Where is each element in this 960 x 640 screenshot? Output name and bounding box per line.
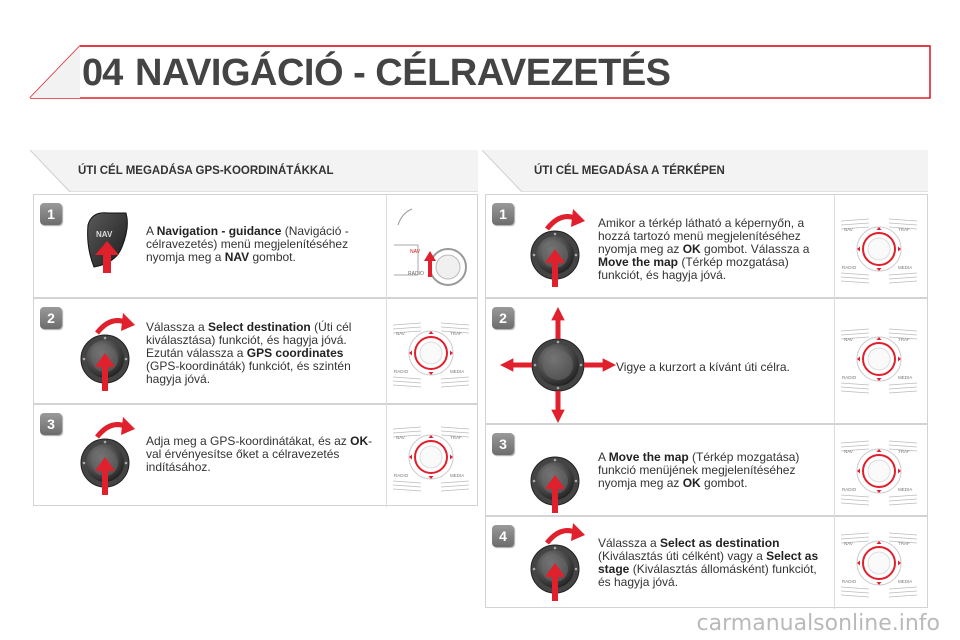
panel-label-traf: TRAF	[898, 337, 910, 342]
chapter-number: 04	[82, 52, 123, 94]
left-step-3: 3 Adja meg a GPS-koordinátákat, és az OK…	[33, 404, 478, 507]
panel-label-traf: TRAF	[898, 541, 910, 546]
step-number-badge: 1	[40, 203, 62, 225]
panel-label-media: MEDIA	[898, 375, 912, 380]
panel-label-media: MEDIA	[898, 579, 912, 584]
panel-label-nav: NAV	[396, 331, 405, 336]
step-text: Amikor a térkép látható a képernyőn, a h…	[598, 216, 810, 282]
nav-button-label: NAV	[96, 230, 113, 239]
panel-label-traf: TRAF	[898, 227, 910, 232]
rotary-knob-press-icon	[530, 456, 580, 513]
control-panel-thumbnail: NAV TRAF RADIO MEDIA	[392, 322, 470, 388]
right-step-4: 4 Válassza a Select as destination (Kivá…	[485, 516, 928, 609]
step-text: Válassza a Select destination (Úti cél k…	[146, 320, 352, 386]
panel-label-radio: RADIO	[394, 369, 409, 374]
control-panel-thumbnail: NAV TRAF RADIO MEDIA	[840, 532, 918, 598]
panel-label-nav: NAV	[844, 449, 853, 454]
control-panel-thumbnail: NAV TRAF RADIO MEDIA	[392, 426, 470, 492]
step-number-badge: 2	[40, 307, 62, 329]
rotary-knob-rotate-press-icon	[80, 417, 135, 495]
control-panel-thumbnail: NAV TRAF RADIO MEDIA	[840, 218, 918, 284]
panel-label-radio: RADIO	[842, 375, 857, 380]
step-number-badge: 4	[492, 525, 514, 547]
panel-label-traf: TRAF	[450, 331, 462, 336]
right-step-3: 3 A Move the map (Térkép mozgatása) funk…	[485, 424, 928, 517]
step-number-badge: 2	[492, 307, 514, 329]
step-text: A Move the map (Térkép mozgatása) funkci…	[598, 450, 800, 490]
control-panel-thumbnail: NAV TRAF RADIO MEDIA	[840, 440, 918, 506]
panel-label-nav: NAV	[844, 227, 853, 232]
panel-label-radio: RADIO	[842, 579, 857, 584]
right-section-header: ÚTI CÉL MEGADÁSA A TÉRKÉPEN	[482, 150, 928, 192]
right-step-2: 2 Vigye a kurzort a kívánt úti célra. NA…	[485, 298, 928, 425]
step-text: Vigye a kurzort a kívánt úti célra.	[616, 360, 790, 374]
panel-label-nav: NAV	[844, 541, 853, 546]
panel-label-radio: RADIO	[394, 473, 409, 478]
page-title: NAVIGÁCIÓ - CÉLRAVEZETÉS	[135, 52, 671, 94]
step-text: Adja meg a GPS-koordinátákat, és az OK-v…	[146, 434, 373, 474]
rotary-knob-rotate-press-icon	[530, 523, 585, 601]
right-section-title: ÚTI CÉL MEGADÁSA A TÉRKÉPEN	[534, 165, 725, 177]
left-step-1: 1 NAV A Navigation - guidance (Navigáció…	[33, 194, 478, 299]
panel-label-radio: RADIO	[842, 265, 857, 270]
panel-label-radio: RADIO	[842, 487, 857, 492]
panel-label-traf: TRAF	[450, 435, 462, 440]
panel-label-media: MEDIA	[450, 369, 464, 374]
step-text: A Navigation - guidance (Navigáció - cél…	[146, 224, 349, 264]
left-step-2: 2 Válassza a Select destination (Úti cél…	[33, 298, 478, 405]
panel-label-media: MEDIA	[898, 487, 912, 492]
rotary-knob-rotate-press-icon	[80, 313, 135, 391]
step-number-badge: 3	[492, 433, 514, 455]
panel-label-media: MEDIA	[450, 473, 464, 478]
panel-label-nav: NAV	[396, 435, 405, 440]
panel-label-traf: TRAF	[898, 449, 910, 454]
nav-button-icon: NAV	[87, 212, 128, 273]
header-frame	[29, 45, 931, 99]
right-step-1: 1 Amikor a térkép látható a képernyőn, a…	[485, 194, 928, 299]
panel-label-media: MEDIA	[898, 265, 912, 270]
joystick-four-direction-icon	[500, 307, 616, 423]
control-panel-thumbnail: NAV TRAF RADIO MEDIA	[840, 328, 918, 394]
panel-label-nav: NAV	[844, 337, 853, 342]
rotary-knob-rotate-press-icon	[530, 209, 585, 287]
left-section-header: ÚTI CÉL MEGADÁSA GPS-KOORDINÁTÁKKAL	[30, 150, 478, 192]
thumb-label-radio: RADIO	[408, 271, 424, 277]
left-section-title: ÚTI CÉL MEGADÁSA GPS-KOORDINÁTÁKKAL	[78, 165, 334, 177]
radio-panel-thumbnail: NAV RADIO	[390, 205, 476, 289]
step-number-badge: 1	[492, 203, 514, 225]
watermark: carmanualsonline.info	[696, 611, 940, 636]
thumb-label-nav: NAV	[410, 249, 421, 255]
step-text: Válassza a Select as destination (Kivála…	[598, 536, 819, 589]
step-number-badge: 3	[40, 413, 62, 435]
